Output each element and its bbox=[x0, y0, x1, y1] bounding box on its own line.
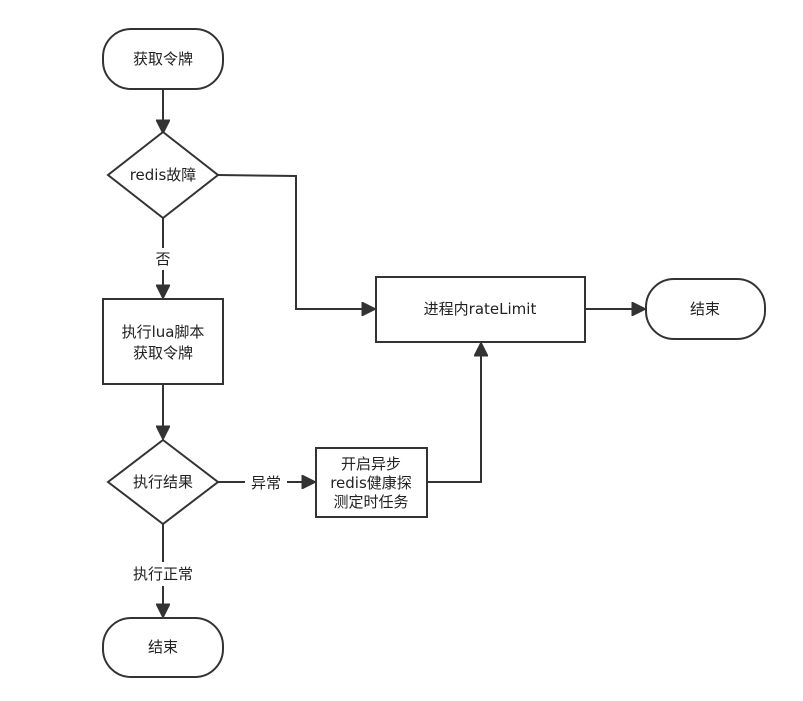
edge-redis-fault-yes-to-local-ratelimit bbox=[217, 174, 374, 309]
terminal-shape bbox=[102, 617, 224, 678]
process-shape bbox=[315, 447, 428, 518]
node-end-right: 结束 bbox=[645, 278, 766, 340]
node-get-token: 获取令牌 bbox=[102, 28, 224, 90]
node-exec-lua: 执行lua脚本 获取令牌 bbox=[102, 298, 224, 385]
node-end-bottom-label: 结束 bbox=[148, 638, 178, 656]
node-local-ratelimit-label: 进程内rateLimit bbox=[424, 300, 537, 318]
node-redis-fault: redis故障 bbox=[106, 130, 220, 220]
edge-async-probe-to-local-ratelimit bbox=[427, 344, 481, 483]
edge-label-no: 否 bbox=[155, 250, 170, 268]
decision-shape bbox=[106, 438, 220, 526]
node-exec-result: 执行结果 bbox=[106, 438, 220, 526]
terminal-shape bbox=[645, 278, 766, 340]
edge-labels: 否 异常 执行正常 bbox=[126, 248, 287, 586]
node-redis-fault-label: redis故障 bbox=[130, 166, 197, 184]
node-async-probe-line-2: redis健康探 bbox=[330, 474, 412, 492]
edge-label-exception: 异常 bbox=[251, 474, 281, 492]
node-get-token-label: 获取令牌 bbox=[133, 50, 193, 68]
node-async-probe-line-3: 测定时任务 bbox=[333, 493, 408, 511]
process-shape bbox=[375, 276, 586, 343]
terminal-shape bbox=[102, 28, 224, 90]
node-exec-result-label: 执行结果 bbox=[133, 473, 193, 491]
process-shape bbox=[102, 298, 224, 385]
node-async-probe-line-1: 开启异步 bbox=[341, 455, 401, 473]
edge-label-normal: 执行正常 bbox=[133, 565, 193, 583]
node-exec-lua-line-1: 执行lua脚本 bbox=[122, 323, 205, 341]
node-end-bottom: 结束 bbox=[102, 617, 224, 678]
node-async-probe: 开启异步 redis健康探 测定时任务 bbox=[315, 447, 428, 518]
node-local-ratelimit: 进程内rateLimit bbox=[375, 276, 586, 343]
decision-shape bbox=[106, 130, 220, 220]
edges bbox=[163, 89, 644, 616]
node-exec-lua-line-2: 获取令牌 bbox=[133, 344, 193, 362]
node-end-right-label: 结束 bbox=[690, 300, 720, 318]
